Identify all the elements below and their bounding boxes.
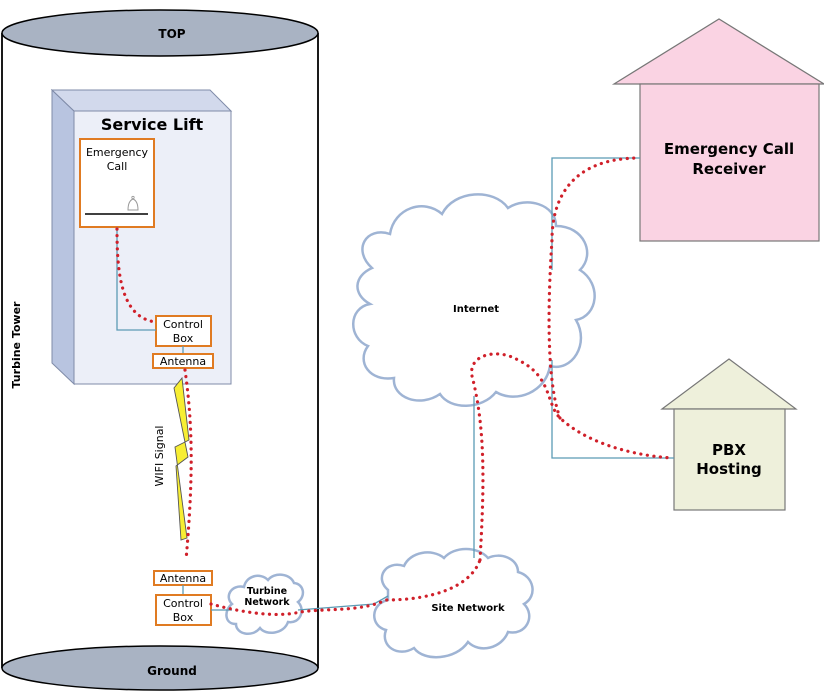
call-path-lift [115,227,158,324]
ground-antenna-label: Antenna [160,572,206,585]
turbine-network-label-line2: Network [244,597,290,608]
emergency-call-label-line1: Emergency [86,146,149,159]
lift-antenna-label: Antenna [160,355,206,368]
lift-control-box-line1: Control [163,318,203,331]
ground-equipment: Antenna Control Box [153,570,213,626]
service-lift: Service Lift Emergency Call Control Box … [50,88,233,386]
service-lift-title: Service Lift [101,115,204,134]
site-network-cloud[interactable] [373,547,534,659]
tower-top-label: TOP [158,27,185,41]
ground-control-box-line1: Control [163,597,203,610]
pbx-label-line1: PBX [712,441,746,459]
lightning-bolt-icon [173,376,190,541]
turbine-network-label-line1: Turbine [247,586,287,597]
lift-control-box-line2: Box [173,332,194,345]
emergency-receiver-label-line2: Receiver [692,160,766,178]
call-path-wifi [183,368,193,562]
pbx-hosting[interactable]: PBX Hosting [660,358,798,511]
call-path-receiver [547,156,642,420]
ground-control-box-line2: Box [173,611,194,624]
emergency-call-receiver[interactable]: Emergency Call Receiver [611,18,824,242]
wifi-signal: WIFI Signal [153,376,190,541]
tower-label: Turbine Tower [10,301,23,389]
lift-control-box[interactable] [155,315,212,347]
link-internet-to-pbx [551,360,674,459]
call-path-ground [209,558,482,617]
emergency-receiver-label-line1: Emergency Call [664,140,794,158]
tower-ground-cap [1,9,319,57]
lift-antenna[interactable] [152,353,214,369]
tower-top-cap [1,645,319,691]
tower-ground-label: Ground [147,664,197,678]
internet-cloud[interactable] [352,193,596,407]
turbine-tower: TOP Ground Turbine Tower [1,9,319,691]
site-network-label: Site Network [431,603,505,614]
emergency-call-label-line2: Call [107,160,128,173]
pbx-label-line2: Hosting [696,460,762,478]
wifi-signal-label: WIFI Signal [153,426,166,487]
bell-icon [127,195,139,211]
internet-label: Internet [453,304,499,315]
turbine-network-cloud[interactable] [225,573,305,636]
call-path-internet-loop [470,352,674,562]
